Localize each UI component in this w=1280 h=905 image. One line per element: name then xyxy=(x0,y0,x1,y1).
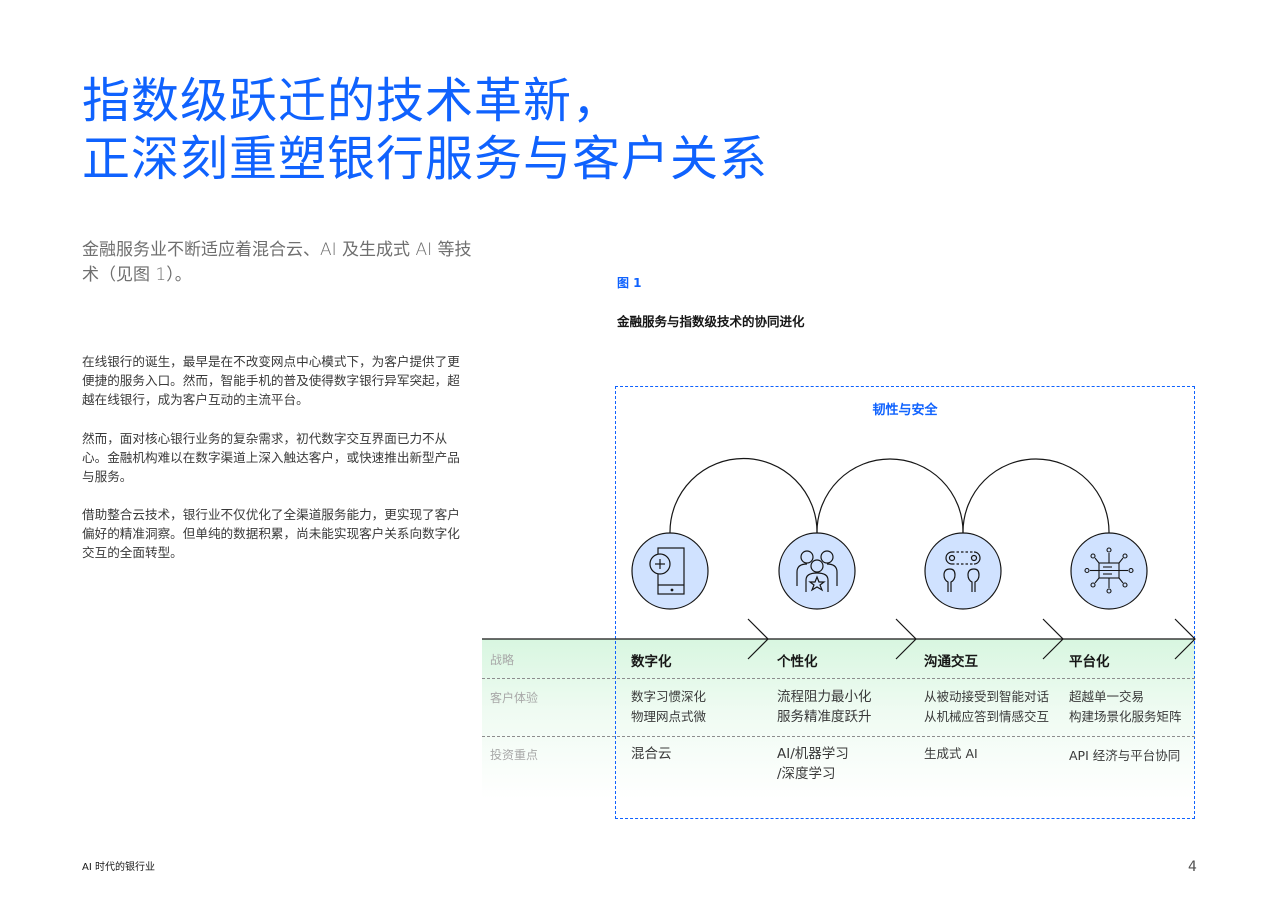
experience-line: 超越单一交易 xyxy=(1069,689,1145,704)
chevron-arrow-icons xyxy=(747,618,1196,660)
page-number: 4 xyxy=(1188,859,1197,875)
stage-strategy-3: 沟通交互 xyxy=(924,654,978,670)
stage-experience-3: 从被动接受到智能对话 从机械应答到情感交互 xyxy=(924,687,1049,727)
lead-paragraph: 金融服务业不断适应着混合云、AI 及生成式 AI 等技术（见图 1）。 xyxy=(82,240,472,285)
experience-line: 物理网点式微 xyxy=(631,709,707,724)
investment-line: AI/机器学习 xyxy=(777,746,849,762)
stage-experience-2: 流程阻力最小化 服务精准度跃升 xyxy=(777,687,872,727)
row-divider-2 xyxy=(482,736,1195,737)
table-background-band xyxy=(482,639,1195,799)
page-title-line-1: 指数级跃迁的技术革新， xyxy=(82,73,622,129)
stage-experience-4: 超越单一交易 构建场景化服务矩阵 xyxy=(1069,687,1182,727)
conversation-icon xyxy=(924,532,1002,610)
body-paragraph-2: 然而，面对核心银行业务的复杂需求，初代数字交互界面已力不从心。金融机构难以在数字… xyxy=(82,431,460,484)
row-label-strategy: 战略 xyxy=(490,653,515,667)
stage-investment-3: 生成式 AI xyxy=(924,744,978,764)
resilience-security-label: 韧性与安全 xyxy=(872,403,938,418)
row-label-investment: 投资重点 xyxy=(490,748,539,762)
investment-line: 生成式 AI xyxy=(924,746,978,761)
experience-line: 从机械应答到情感交互 xyxy=(924,709,1050,724)
mobile-plus-icon xyxy=(631,532,709,610)
stage-strategy-1: 数字化 xyxy=(631,654,672,670)
footer-document-title: AI 时代的银行业 xyxy=(82,862,155,873)
body-paragraph-3: 借助整合云技术，银行业不仅优化了全渠道服务能力，更实现了客户偏好的精准洞察。但单… xyxy=(82,507,460,560)
stage-strategy-4: 平台化 xyxy=(1069,654,1110,670)
row-label-experience: 客户体验 xyxy=(490,691,539,705)
investment-line: /深度学习 xyxy=(777,766,836,782)
stage-investment-4: API 经济与平台协同 xyxy=(1069,746,1180,766)
people-star-icon xyxy=(778,532,856,610)
investment-line: API 经济与平台协同 xyxy=(1069,748,1181,763)
experience-line: 构建场景化服务矩阵 xyxy=(1069,709,1182,724)
experience-line: 服务精准度跃升 xyxy=(777,709,872,725)
experience-line: 数字习惯深化 xyxy=(631,689,707,704)
figure-title: 金融服务与指数级技术的协同进化 xyxy=(617,314,805,329)
investment-line: 混合云 xyxy=(631,746,672,762)
stage-experience-1: 数字习惯深化 物理网点式微 xyxy=(631,687,706,727)
row-divider-1 xyxy=(482,678,1195,679)
platform-network-icon xyxy=(1070,532,1148,610)
figure-label: 图 1 xyxy=(617,276,642,290)
stage-strategy-2: 个性化 xyxy=(777,654,818,670)
resilience-security-frame xyxy=(615,386,1195,819)
page-title: 指数级跃迁的技术革新， 正深刻重塑银行服务与客户关系 xyxy=(82,72,768,188)
body-paragraph-1: 在线银行的诞生，最早是在不改变网点中心模式下，为客户提供了更便捷的服务入口。然而… xyxy=(82,354,460,407)
experience-line: 流程阻力最小化 xyxy=(777,689,872,705)
page-title-line-2: 正深刻重塑银行服务与客户关系 xyxy=(82,131,769,187)
experience-line: 从被动接受到智能对话 xyxy=(924,689,1050,704)
stage-investment-2: AI/机器学习 /深度学习 xyxy=(777,744,849,784)
stage-investment-1: 混合云 xyxy=(631,744,672,764)
connector-arcs xyxy=(669,457,1110,533)
